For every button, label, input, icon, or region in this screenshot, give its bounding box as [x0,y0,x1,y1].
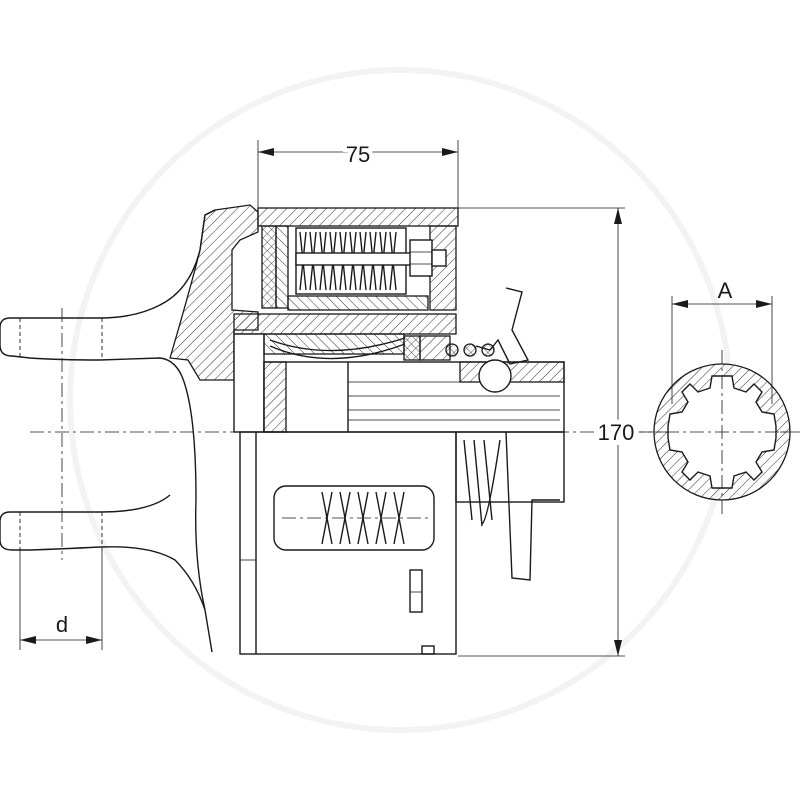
slot [409,569,423,613]
friction-plate-left-2 [275,225,289,309]
housing-exterior [239,431,457,655]
yoke [0,209,216,653]
spring-window [273,485,435,551]
dim-d-label: d [56,612,68,637]
hub-section [169,204,259,381]
collar-exterior [455,431,565,581]
splined-shaft [263,361,565,433]
housing-right-wall [429,225,457,311]
dim-75-label: 75 [346,142,370,167]
dim-170-label: 170 [598,420,635,445]
locking-collar [445,287,530,393]
spline-section [640,350,800,514]
pressure-plate [287,295,429,311]
inner-hub [233,333,265,433]
friction-plate-left [261,225,277,309]
hub-flange [233,313,457,335]
tension-bolt [295,239,447,277]
housing-top [257,207,459,227]
dim-A-label: A [718,278,733,303]
